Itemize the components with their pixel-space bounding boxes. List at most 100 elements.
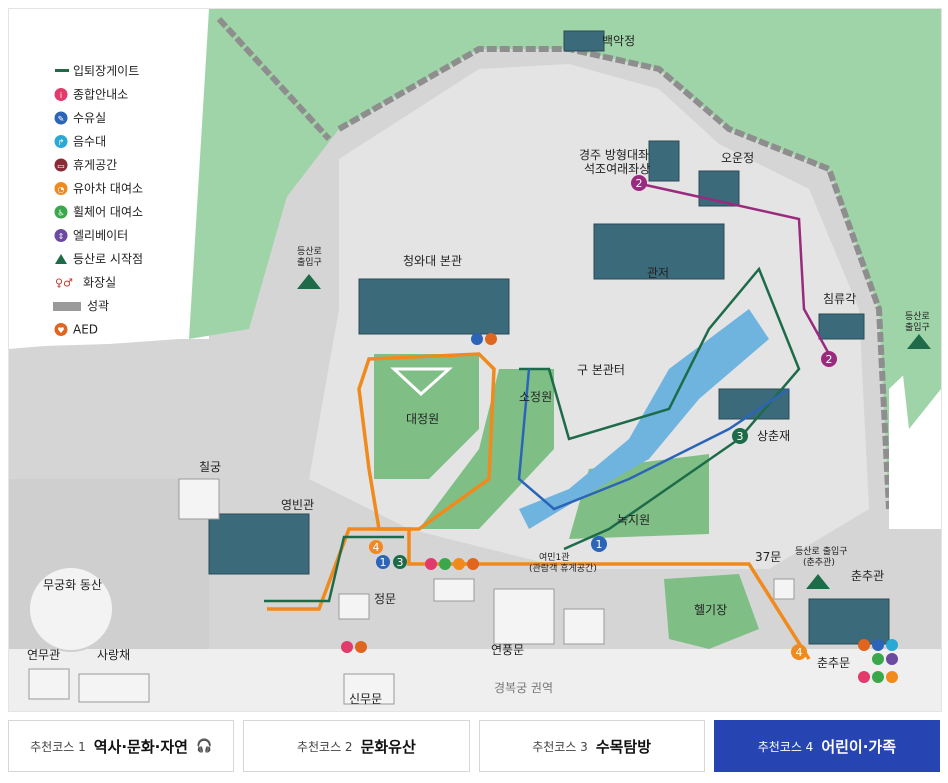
trail-start-icon <box>297 274 321 289</box>
legend-label: AED <box>73 323 98 337</box>
hyoja1-building <box>433 578 475 602</box>
stream <box>519 309 769 529</box>
legend-item-11: ♥ AED <box>54 323 98 337</box>
aed-icon-glyph: ♥ <box>57 326 64 335</box>
place-yeongbingwan: 영빈관 <box>281 498 314 512</box>
place-gwanjeo: 관저 <box>647 266 669 280</box>
tab-course4-name: 어린이·가족 <box>821 737 897 756</box>
daejeongwon-lawn <box>374 354 479 479</box>
place-chunchumun: 춘추문 <box>817 656 850 670</box>
sinmumun-gate <box>343 673 395 705</box>
place-jeongmun: 정문 <box>374 592 396 606</box>
wheelchair-rental-icon <box>872 671 884 683</box>
legend-label: 화장실 <box>83 276 116 290</box>
wheelchair-rental-icon <box>872 653 884 665</box>
lost-found-icon <box>872 639 884 651</box>
residence-building <box>593 223 725 280</box>
aed-icon <box>54 323 68 336</box>
svg-text:2: 2 <box>636 177 643 190</box>
tab-course4[interactable]: 추천코스 4 어린이·가족 <box>713 720 940 772</box>
trail-chunchu-line1: 등산로 출입구 <box>795 545 848 557</box>
legend-item-4: ▭휴게공간 <box>54 158 117 172</box>
course1-route <box>517 368 790 511</box>
place-sangchunjae: 상춘재 <box>757 429 790 443</box>
facility-cluster-chunchu[interactable] <box>858 639 898 683</box>
place-hyoja1: 여민1관 <box>539 551 570 563</box>
legend-item-6: ♿ 휠체어 대여소 <box>54 205 143 219</box>
rest-area-icon <box>54 158 68 172</box>
info-icon-glyph: i <box>60 91 62 100</box>
place-statue-line1: 경주 방형대좌 <box>579 148 649 162</box>
sarangchae-building <box>78 673 150 703</box>
aed-icon <box>858 639 870 651</box>
trail-left-line2: 출입구 <box>297 256 322 268</box>
svg-text:3: 3 <box>397 556 404 569</box>
route-marker-2b: 2 <box>821 351 837 367</box>
trail-start-icon <box>55 254 67 264</box>
facility-cluster-main-hall[interactable] <box>471 333 497 345</box>
place-sojeongwon: 소정원 <box>519 390 552 404</box>
info-icon <box>341 641 353 653</box>
tab-course2-prefix: 추천코스 2 <box>296 739 353 754</box>
place-mugunghwa: 무궁화 동산 <box>43 578 102 592</box>
legend-item-9: ♀♂화장실 <box>55 276 116 290</box>
legend-label: 유아차 대여소 <box>73 182 143 196</box>
course3-route <box>264 535 404 603</box>
fortress-wall-icon <box>53 302 81 311</box>
place-yeonmugwan: 연무관 <box>27 648 60 662</box>
legend-label: 수유실 <box>73 111 106 125</box>
place-trail-chunchu: 등산로 출입구(춘추관) <box>795 545 848 568</box>
place-yeonpungmun: 연풍문 <box>491 643 524 657</box>
baegakjeong-pavilion <box>563 30 605 52</box>
svg-text:4: 4 <box>796 646 803 659</box>
info-icon <box>425 558 437 570</box>
facility-cluster-hyoja[interactable] <box>425 558 479 570</box>
svg-text:2: 2 <box>826 353 833 366</box>
stroller-rental-icon <box>54 182 68 195</box>
route-marker-3b: 3 <box>393 555 407 569</box>
legend-label: 휠체어 대여소 <box>73 205 143 219</box>
heliport-pad <box>664 574 759 649</box>
wheelchair-rental-icon <box>439 558 451 570</box>
info-icon <box>54 88 68 101</box>
statue-pavilion <box>648 140 680 182</box>
legend-label: 음수대 <box>73 135 106 149</box>
chunchugwan-building <box>808 598 890 645</box>
tab-course3[interactable]: 추천코스 3 수목탐방 <box>478 720 705 772</box>
place-hyoja1-sub: (관람객 휴게공간) <box>529 562 597 574</box>
trail-start-icon <box>806 574 830 589</box>
route-marker-4b: 4 <box>791 644 807 660</box>
trail-right-line2: 출입구 <box>905 321 930 333</box>
place-statue-line2: 석조여래좌상 <box>584 162 650 176</box>
svg-text:4: 4 <box>373 541 380 554</box>
gate37-building <box>773 578 795 600</box>
legend-label: 휴게공간 <box>73 158 117 172</box>
place-daejeongwon: 대정원 <box>406 412 439 426</box>
tab-course1[interactable]: 추천코스 1 역사·문화·자연 🎧 <box>8 720 235 772</box>
tab-course2[interactable]: 추천코스 2 문화유산 <box>243 720 470 772</box>
legend-item-7: ⇕엘리베이터 <box>54 229 128 243</box>
facility-cluster-sinmumun[interactable] <box>341 641 367 653</box>
legend-item-8: 등산로 시작점 <box>55 252 143 266</box>
trail-right-line1: 등산로 <box>905 311 930 322</box>
legend-label: 등산로 시작점 <box>73 252 143 266</box>
place-nokjiwon: 녹지원 <box>617 513 650 527</box>
wheelchair-rental-icon <box>54 205 68 219</box>
place-sarangchae: 사랑채 <box>97 648 130 662</box>
route-marker-2: 2 <box>631 175 647 191</box>
legend-item-2: ✎수유실 <box>54 111 106 125</box>
svg-text:1: 1 <box>596 538 603 551</box>
place-chilgung: 칠궁 <box>199 460 221 474</box>
wheelchair-rental-icon-glyph: ♿ <box>57 209 64 218</box>
yeonmugwan-building <box>28 668 70 700</box>
lost-found-icon <box>54 111 68 125</box>
place-chunchugwan: 춘추관 <box>851 569 884 583</box>
tab-course1-prefix: 추천코스 1 <box>30 739 86 754</box>
legend-item-10: 성곽 <box>53 299 109 313</box>
gate-line-icon <box>55 69 69 72</box>
trail-left-line1: 등산로 <box>297 246 322 257</box>
course2-route <box>640 182 831 355</box>
